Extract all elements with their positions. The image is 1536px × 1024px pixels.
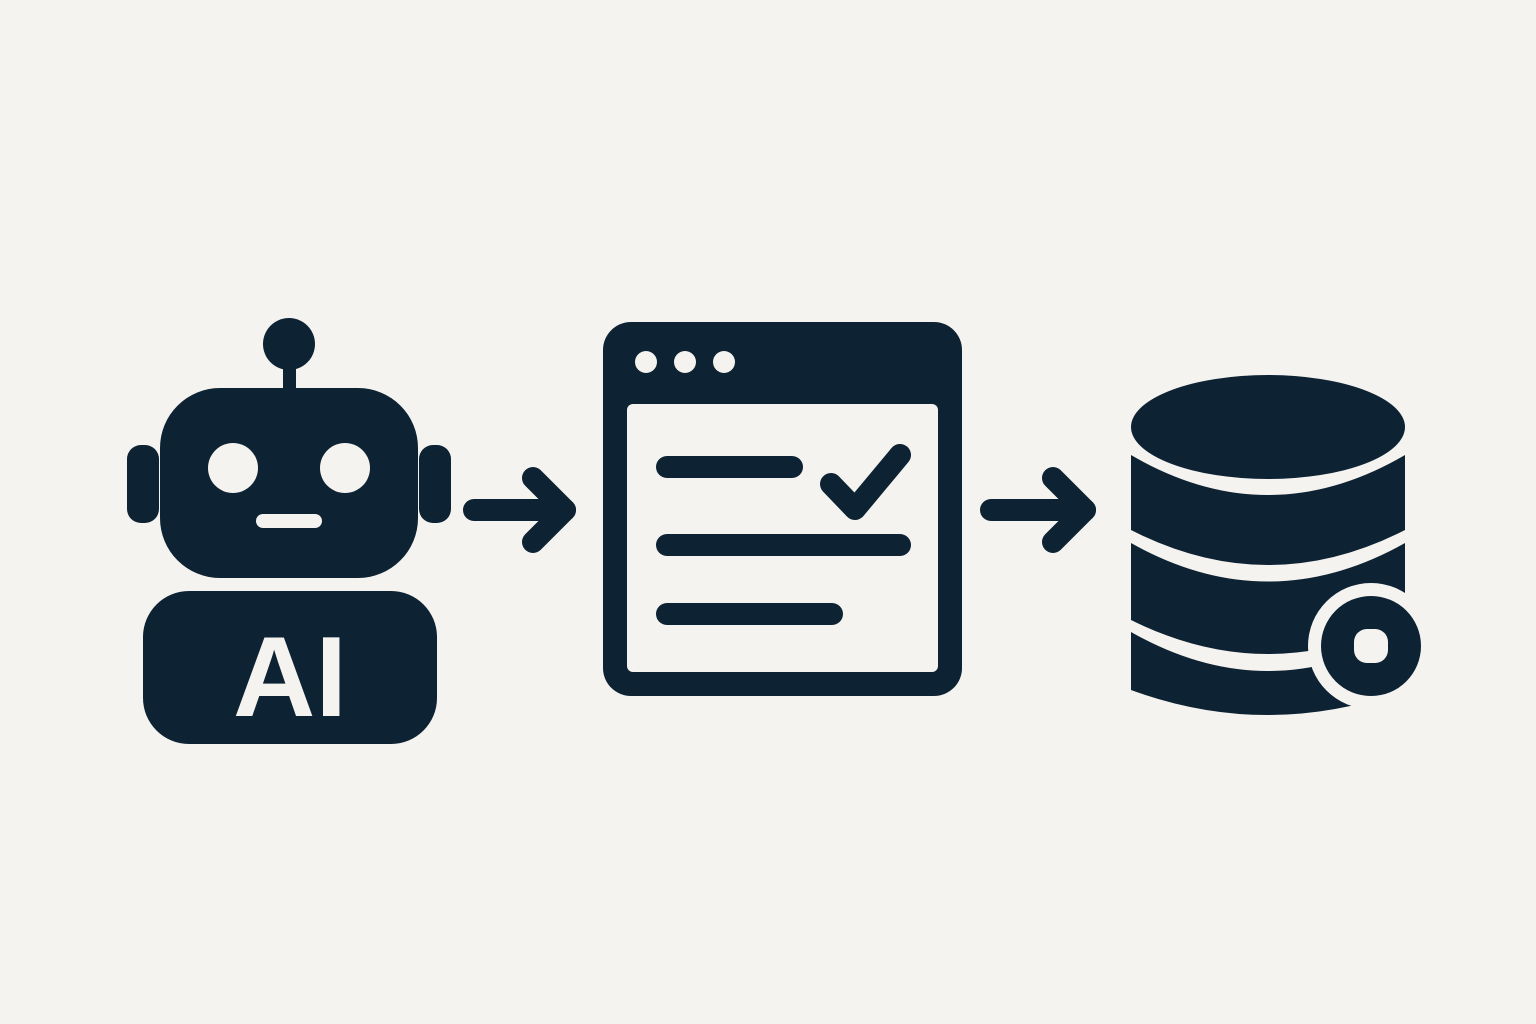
database-tier-1 — [1131, 455, 1405, 565]
window-dot-3 — [713, 351, 735, 373]
browser-form-checklist-icon — [603, 322, 962, 696]
gear-icon-center — [1354, 629, 1388, 663]
robot-badge-label: AI — [233, 614, 347, 741]
robot-ear-left — [127, 445, 159, 523]
database-settings-icon — [1131, 375, 1434, 715]
robot-body-badge — [143, 591, 437, 744]
robot-antenna-stem — [283, 362, 296, 394]
arrow-head — [522, 467, 576, 553]
robot-head — [160, 388, 418, 578]
check-icon — [820, 444, 911, 520]
robot-icon: AI — [127, 318, 451, 744]
database-top-disk — [1131, 375, 1405, 479]
window-dot-1 — [635, 351, 657, 373]
robot-ear-right — [419, 445, 451, 523]
arrow-right-icon — [980, 467, 1096, 553]
arrow-right-icon — [463, 467, 576, 553]
robot-eye-left — [208, 443, 258, 493]
arrow-head — [1042, 467, 1096, 553]
robot-mouth — [256, 514, 322, 528]
window-dot-2 — [674, 351, 696, 373]
robot-eye-right — [320, 443, 370, 493]
robot-antenna-tip — [263, 318, 315, 370]
